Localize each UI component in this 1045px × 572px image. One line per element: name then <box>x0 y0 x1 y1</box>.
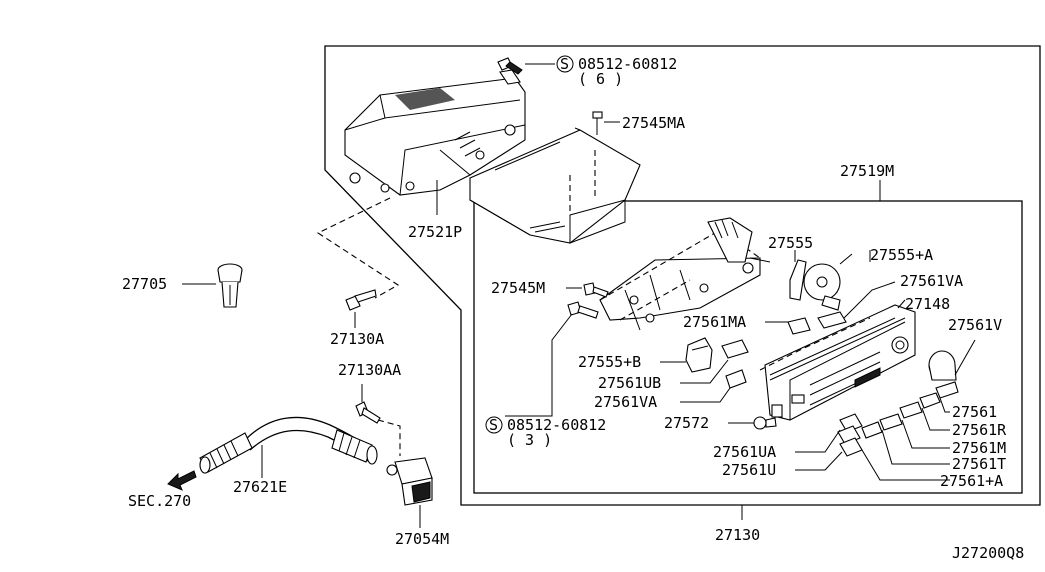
label-27621E: 27621E <box>233 478 287 496</box>
screw-symbol-top-letter: S <box>560 55 569 73</box>
button-27561VA-bottom <box>725 369 747 389</box>
label-sec-270: SEC.270 <box>128 492 191 510</box>
screw-symbol-top <box>556 55 574 73</box>
screw-27545MA <box>592 111 603 135</box>
knob-27561V <box>928 350 957 381</box>
label-27561V: 27561V <box>948 316 1002 334</box>
button-27561VA-top <box>817 311 847 329</box>
label-27054M: 27054M <box>395 530 449 548</box>
bracket-27555B <box>685 337 713 373</box>
label-27555-plus-a: 27555+A <box>870 246 933 264</box>
button-27561UB <box>721 339 749 359</box>
control-panel-face <box>759 304 916 421</box>
screw-27545M <box>583 282 609 298</box>
screw-top <box>497 57 523 75</box>
outer-assembly-frame <box>324 45 1041 506</box>
label-27705: 27705 <box>122 275 167 293</box>
label-27561T: 27561T <box>952 455 1006 473</box>
label-27561-plus-a: 27561+A <box>940 472 1003 490</box>
button-27561MA <box>787 317 811 335</box>
control-unit-housing <box>344 69 526 196</box>
cam-27555A <box>803 263 841 311</box>
label-27561VA-bottom: 27561VA <box>594 393 657 411</box>
screw-symbol-bottom-letter: S <box>489 416 498 434</box>
knob-27705 <box>217 263 243 308</box>
label-27561UB: 27561UB <box>598 374 661 392</box>
label-27572: 27572 <box>664 414 709 432</box>
screw-27130AA <box>355 401 381 424</box>
label-27519M: 27519M <box>840 162 894 180</box>
label-27545M: 27545M <box>491 279 545 297</box>
button-row <box>837 381 959 457</box>
label-27555-plus-b: 27555+B <box>578 353 641 371</box>
label-27555: 27555 <box>768 234 813 252</box>
label-27561MA: 27561MA <box>683 313 746 331</box>
circuit-board <box>469 127 641 244</box>
label-qty-3: ( 3 ) <box>507 431 552 449</box>
screw-symbol-bottom <box>485 416 503 434</box>
dashed-guide-27130A <box>316 197 400 299</box>
label-08512-60812-bottom: 08512-60812 <box>507 416 606 434</box>
label-27561UA: 27561UA <box>713 443 776 461</box>
label-27561U: 27561U <box>722 461 776 479</box>
diagram-code: J27200Q8 <box>952 544 1024 562</box>
label-27561R: 27561R <box>952 421 1007 439</box>
inner-assembly-frame <box>473 200 1023 494</box>
dashed-guide-27130AA <box>377 419 401 456</box>
label-27561M: 27561M <box>952 439 1006 457</box>
lever-27555 <box>789 259 807 301</box>
label-27130A: 27130A <box>330 330 384 348</box>
label-27130AA: 27130AA <box>338 361 401 379</box>
screw-27130A <box>345 289 377 311</box>
label-27521P: 27521P <box>408 223 462 241</box>
sec-270-arrow-icon <box>167 470 197 491</box>
label-27561VA-top: 27561VA <box>900 272 963 290</box>
label-27561: 27561 <box>952 403 997 421</box>
label-08512-60812-top: 08512-60812 <box>578 55 677 73</box>
cable-clamp-27054M <box>386 457 433 506</box>
label-qty-6: ( 6 ) <box>578 70 623 88</box>
label-27545MA: 27545MA <box>622 114 685 132</box>
lamp-27572 <box>753 416 777 430</box>
screw-08512-bottom <box>567 301 599 319</box>
label-27130: 27130 <box>715 526 760 544</box>
label-27148: 27148 <box>905 295 950 313</box>
link-bracket <box>599 217 771 331</box>
control-cable-27621E <box>199 416 378 474</box>
